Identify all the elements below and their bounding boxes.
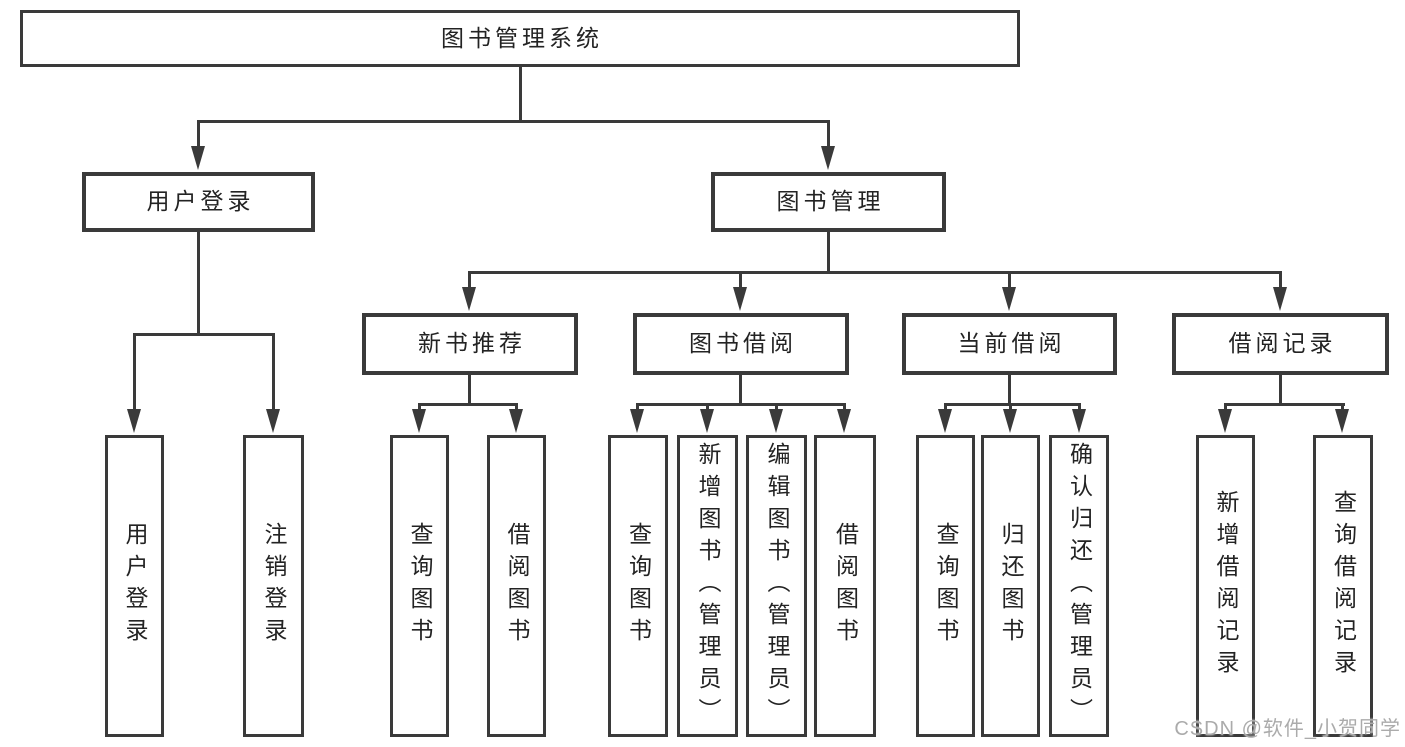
leaf-edit-books-admin: 编辑图书（管理员） (746, 435, 807, 737)
connector-line (468, 375, 471, 406)
leaf-label: 编辑图书（管理员） (764, 442, 790, 730)
connector-line (197, 120, 200, 150)
connector-line (1224, 403, 1345, 406)
leaf-query-borrow-record: 查询借阅记录 (1313, 435, 1373, 737)
arrow-head (769, 409, 783, 433)
node-current-borrowing: 当前借阅 (902, 313, 1117, 375)
arrow-head (266, 409, 280, 433)
connector-line (1008, 271, 1011, 291)
node-label: 图书管理 (776, 188, 885, 215)
connector-line (515, 403, 518, 411)
connector-line (418, 403, 518, 406)
leaf-borrowing-query-books: 查询图书 (608, 435, 668, 737)
node-root-label: 图书管理系统 (441, 24, 603, 51)
leaf-user-login: 用户登录 (105, 435, 164, 737)
leaf-recommend-query-books: 查询图书 (390, 435, 449, 737)
connector-line (1078, 403, 1081, 411)
csdn-watermark: CSDN @软件_小贺同学 (1174, 718, 1401, 740)
arrow-head (412, 409, 426, 433)
node-root: 图书管理系统 (20, 10, 1020, 67)
leaf-current-query-books: 查询图书 (916, 435, 975, 737)
node-book-borrowing: 图书借阅 (633, 313, 849, 375)
node-label: 新书推荐 (418, 330, 526, 357)
leaf-label: 借阅图书 (504, 522, 530, 650)
leaf-label: 新增借阅记录 (1213, 490, 1239, 682)
arrow-head (1218, 409, 1232, 433)
connector-line (706, 403, 709, 411)
leaf-label: 归还图书 (998, 522, 1024, 650)
connector-line (133, 333, 275, 336)
leaf-label: 查询图书 (933, 522, 959, 650)
connector-line (418, 403, 421, 411)
connector-line (1008, 375, 1011, 406)
arrow-head (837, 409, 851, 433)
node-new-book-recommend: 新书推荐 (362, 313, 578, 375)
leaf-add-borrow-record: 新增借阅记录 (1196, 435, 1255, 737)
arrow-head (938, 409, 952, 433)
leaf-label: 用户登录 (122, 522, 148, 650)
connector-line (1009, 403, 1012, 411)
arrow-head (509, 409, 523, 433)
leaf-logout: 注销登录 (243, 435, 304, 737)
leaf-recommend-borrow-books: 借阅图书 (487, 435, 546, 737)
arrow-head (821, 146, 835, 170)
connector-line (272, 333, 275, 411)
leaf-borrowing-borrow-books: 借阅图书 (814, 435, 876, 737)
node-label: 图书借阅 (689, 330, 797, 357)
arrow-head (127, 409, 141, 433)
leaf-label: 查询图书 (625, 522, 652, 650)
connector-line (1279, 271, 1282, 291)
arrow-head (1273, 287, 1287, 311)
connector-line (133, 333, 136, 411)
arrow-head (1335, 409, 1349, 433)
connector-line (827, 120, 830, 150)
connector-line (1279, 375, 1282, 406)
arrow-head (1003, 409, 1017, 433)
leaf-label: 注销登录 (261, 522, 287, 650)
connector-line (775, 403, 778, 411)
connector-line (636, 403, 846, 406)
node-label: 当前借阅 (957, 330, 1066, 357)
connector-line (944, 403, 947, 411)
node-label: 借阅记录 (1228, 330, 1337, 357)
connector-line (519, 67, 522, 122)
leaf-label: 确认归还（管理员） (1066, 442, 1093, 730)
leaf-add-books-admin: 新增图书（管理员） (677, 435, 738, 737)
leaf-label: 查询借阅记录 (1330, 490, 1357, 682)
leaf-label: 查询图书 (407, 522, 433, 650)
connector-line (739, 271, 742, 291)
node-borrowing-records: 借阅记录 (1172, 313, 1389, 375)
leaf-confirm-return-admin: 确认归还（管理员） (1049, 435, 1109, 737)
arrow-head (630, 409, 644, 433)
leaf-return-books: 归还图书 (981, 435, 1040, 737)
arrow-head (191, 146, 205, 170)
node-user-login-branch: 用户登录 (82, 172, 315, 232)
connector-line (827, 232, 830, 274)
connector-line (468, 271, 471, 291)
connector-line (944, 403, 1081, 406)
node-label: 用户登录 (146, 188, 255, 215)
arrow-head (733, 287, 747, 311)
connector-line (468, 271, 1282, 274)
connector-line (1224, 403, 1227, 411)
connector-line (739, 375, 742, 406)
leaf-label: 新增图书（管理员） (695, 442, 721, 730)
arrow-head (700, 409, 714, 433)
arrow-head (462, 287, 476, 311)
connector-line (636, 403, 639, 411)
connector-line (1341, 403, 1344, 411)
arrow-head (1072, 409, 1086, 433)
arrow-head (1002, 287, 1016, 311)
connector-line (197, 120, 830, 123)
node-book-management: 图书管理 (711, 172, 946, 232)
connector-line (843, 403, 846, 411)
connector-line (197, 232, 200, 336)
leaf-label: 借阅图书 (832, 522, 859, 650)
